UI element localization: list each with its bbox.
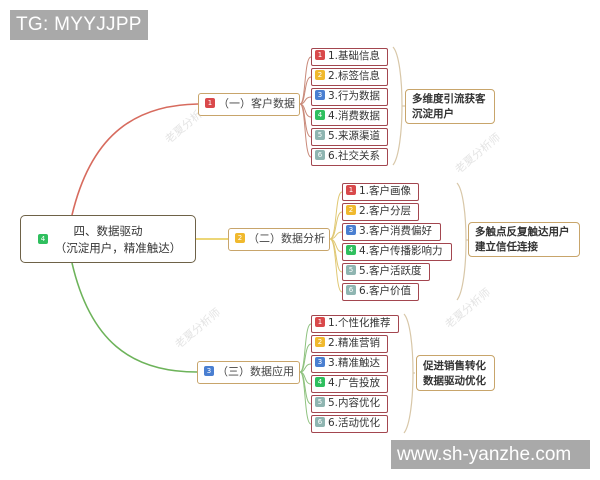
- badge-6-icon: 6: [346, 285, 356, 295]
- leaf-label: 6.活动优化: [328, 417, 381, 429]
- branch-data-analysis[interactable]: 2（二）数据分析: [228, 228, 330, 251]
- badge-2-icon: 2: [315, 70, 325, 80]
- summary-line: 多触点反复触达用户: [475, 226, 570, 238]
- badge-4-icon: 4: [346, 245, 356, 255]
- leaf-label: 2.标签信息: [328, 70, 381, 82]
- leaf-label: 4.广告投放: [328, 377, 381, 389]
- summary-line: 多维度引流获客: [412, 93, 486, 105]
- badge-1-icon: 1: [315, 317, 325, 327]
- badge-5-icon: 5: [315, 130, 325, 140]
- leaf-label: 2.精准营销: [328, 337, 381, 349]
- branch-label: （一）客户数据: [218, 97, 295, 110]
- leaf-label: 6.社交关系: [328, 150, 381, 162]
- badge-1-icon: 1: [346, 185, 356, 195]
- summary-line: 促进销售转化: [423, 360, 486, 372]
- leaf-label: 1.个性化推荐: [328, 317, 391, 329]
- url-watermark: www.sh-yanzhe.com: [391, 440, 590, 469]
- leaf-label: 6.客户价值: [359, 285, 412, 297]
- badge-2-icon: 2: [315, 337, 325, 347]
- badge-6-icon: 6: [315, 417, 325, 427]
- summary-box[interactable]: 多维度引流获客 沉淀用户: [405, 89, 495, 124]
- telegram-watermark: TG: MYYJJPP: [10, 10, 148, 40]
- badge-4-icon: 4: [315, 377, 325, 387]
- summary-line: 数据驱动优化: [423, 375, 486, 387]
- badge-5-icon: 5: [346, 265, 356, 275]
- badge-2-icon: 2: [235, 233, 245, 243]
- leaf-label: 1.客户画像: [359, 185, 412, 197]
- badge-3-icon: 3: [346, 225, 356, 235]
- badge-5-icon: 5: [315, 397, 325, 407]
- badge-6-icon: 6: [315, 150, 325, 160]
- leaf-label: 3.精准触达: [328, 357, 381, 369]
- leaf-label: 4.消费数据: [328, 110, 381, 122]
- leaf-label: 5.来源渠道: [328, 130, 381, 142]
- branch-customer-data[interactable]: 1（一）客户数据: [198, 93, 300, 116]
- root-title: 四、数据驱动: [73, 224, 143, 238]
- badge-4-icon: 4: [38, 234, 48, 244]
- badge-4-icon: 4: [315, 110, 325, 120]
- branch-label: （三）数据应用: [217, 365, 294, 378]
- badge-1-icon: 1: [315, 50, 325, 60]
- badge-3-icon: 3: [315, 90, 325, 100]
- summary-box[interactable]: 多触点反复触达用户 建立信任连接: [468, 222, 580, 257]
- root-node[interactable]: 4 四、数据驱动 （沉淀用户，精准触达）: [20, 215, 196, 263]
- branch-label: （二）数据分析: [248, 232, 325, 245]
- badge-3-icon: 3: [204, 366, 214, 376]
- badge-3-icon: 3: [315, 357, 325, 367]
- root-subtitle: （沉淀用户，精准触达）: [54, 241, 182, 255]
- branch-data-application[interactable]: 3（三）数据应用: [197, 361, 300, 384]
- leaf-label: 2.客户分层: [359, 205, 412, 217]
- leaf-label: 4.客户传播影响力: [359, 245, 443, 257]
- badge-2-icon: 2: [346, 205, 356, 215]
- badge-1-icon: 1: [205, 98, 215, 108]
- summary-line: 建立信任连接: [475, 241, 538, 253]
- leaf-label: 5.客户活跃度: [359, 265, 422, 277]
- leaf-label: 5.内容优化: [328, 397, 381, 409]
- leaf-label: 1.基础信息: [328, 50, 381, 62]
- leaf-label: 3.客户消费偏好: [359, 225, 433, 237]
- summary-line: 沉淀用户: [412, 108, 454, 120]
- leaf-label: 3.行为数据: [328, 90, 381, 102]
- summary-box[interactable]: 促进销售转化 数据驱动优化: [416, 355, 495, 391]
